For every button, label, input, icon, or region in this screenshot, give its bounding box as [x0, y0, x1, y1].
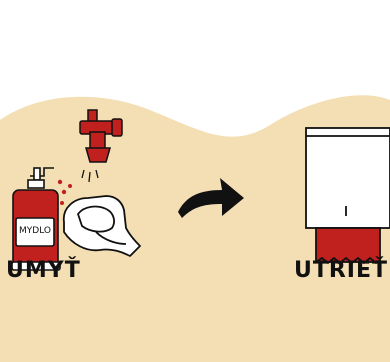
- paper-towel-dispenser-icon: [306, 128, 390, 263]
- step-label-wash: UMYŤ: [6, 258, 81, 283]
- step-label-dry: UTRIEŤ: [294, 258, 388, 283]
- bottle-label: MYDLO: [16, 226, 54, 236]
